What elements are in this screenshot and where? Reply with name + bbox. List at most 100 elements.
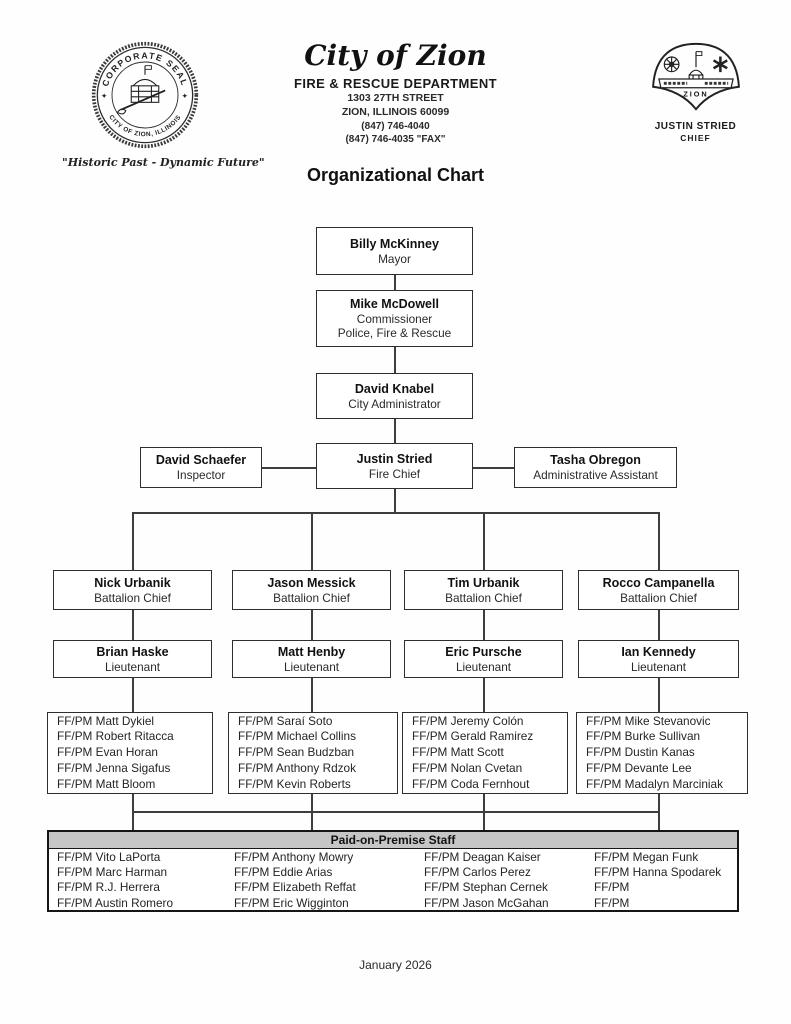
person-name: Jason Messick xyxy=(267,575,356,590)
connector-drop-col3 xyxy=(483,512,485,570)
connector-bc-lt-col4 xyxy=(658,610,660,640)
staff-member: FF/PM Vito LaPorta xyxy=(57,850,161,864)
lieutenant-box-2: Matt Henby Lieutenant xyxy=(232,640,391,678)
connector-lt-staff-col1 xyxy=(132,678,134,712)
connector-bc-lt-col3 xyxy=(483,610,485,640)
staff-member: FF/PM Nolan Cvetan xyxy=(412,760,523,775)
person-name: Rocco Campanella xyxy=(602,575,715,590)
staff-member: FF/PM Michael Collins xyxy=(238,729,356,744)
connector-chief-assistant xyxy=(473,467,514,469)
connector-mayor-commissioner xyxy=(394,275,396,290)
person-role: Battalion Chief xyxy=(273,590,350,605)
staff-member: FF/PM Hanna Spodarek xyxy=(594,865,722,880)
staff-list-box-4: FF/PM Mike Stevanovic FF/PM Burke Sulliv… xyxy=(576,712,748,794)
inspector-box: David Schaefer Inspector xyxy=(140,447,262,488)
battalion-chief-box-2: Jason Messick Battalion Chief xyxy=(232,570,391,610)
staff-member: FF/PM Matt Scott xyxy=(412,745,504,760)
staff-member: FF/PM Eric Wigginton xyxy=(234,895,349,910)
revision-date: January 2026 xyxy=(359,958,432,972)
staff-member: FF/PM Megan Funk xyxy=(594,850,699,864)
person-name: Ian Kennedy xyxy=(621,644,696,659)
person-role: Administrative Assistant xyxy=(533,468,658,482)
staff-list-box-1: FF/PM Matt Dykiel FF/PM Robert Ritacca F… xyxy=(47,712,213,794)
connector-lt-staff-col3 xyxy=(483,678,485,712)
staff-member: FF/PM Sean Budzban xyxy=(238,745,355,760)
connector-bc-lt-col2 xyxy=(311,610,313,640)
staff-member: FF/PM Robert Ritacca xyxy=(57,729,174,744)
svg-text:ZION: ZION xyxy=(683,90,708,99)
person-name: Brian Haske xyxy=(96,644,169,659)
staff-member: FF/PM xyxy=(594,895,630,910)
chief-title-label: CHIEF xyxy=(680,133,711,143)
pop-column-1: FF/PM Vito LaPorta FF/PM Marc Harman FF/… xyxy=(49,850,226,911)
pop-column-3: FF/PM Deagan Kaiser FF/PM Carlos Perez F… xyxy=(416,850,586,911)
staff-member: FF/PM Devante Lee xyxy=(586,760,692,775)
city-name: City of Zion xyxy=(304,39,487,72)
lieutenant-box-1: Brian Haske Lieutenant xyxy=(53,640,212,678)
person-role: Battalion Chief xyxy=(94,590,171,605)
person-name: Nick Urbanik xyxy=(94,575,171,590)
phone-number: (847) 746-4040 xyxy=(361,120,430,132)
person-name: David Knabel xyxy=(354,381,435,396)
person-name: Tasha Obregon xyxy=(550,453,641,467)
connector-drop-col2 xyxy=(311,512,313,570)
corporate-seal-icon: CORPORATE SEAL CITY OF ZION, ILLINOIS ✦ … xyxy=(91,41,198,149)
lieutenant-box-3: Eric Pursche Lieutenant xyxy=(404,640,563,678)
connector-inspector-chief xyxy=(262,467,316,469)
connector-lt-staff-col2 xyxy=(311,678,313,712)
fire-chief-badge-group: ZION JUSTIN STRIED CHIEF xyxy=(638,38,753,143)
staff-member: FF/PM Elizabeth Reffat xyxy=(234,880,356,895)
pop-column-2: FF/PM Anthony Mowry FF/PM Eddie Arias FF… xyxy=(226,850,416,911)
city-tagline: "Historic Past - Dynamic Future" xyxy=(62,156,265,169)
connector-drop-col4 xyxy=(658,512,660,570)
connector-pop-horizontal xyxy=(132,811,659,813)
staff-member: FF/PM Madalyn Marciniak xyxy=(586,776,724,791)
staff-member: FF/PM Jeremy Colón xyxy=(412,713,524,728)
connector-bc-lt-col1 xyxy=(132,610,134,640)
staff-member: FF/PM Anthony Mowry xyxy=(234,850,354,864)
city-state-zip: ZION, ILLINOIS 60099 xyxy=(341,105,450,118)
lieutenant-box-4: Ian Kennedy Lieutenant xyxy=(578,640,739,678)
fax-number: (847) 746-4035 "FAX" xyxy=(345,133,446,145)
paid-on-premise-body: FF/PM Vito LaPorta FF/PM Marc Harman FF/… xyxy=(49,849,737,911)
battalion-chief-box-4: Rocco Campanella Battalion Chief xyxy=(578,570,739,610)
person-role: Lieutenant xyxy=(455,659,512,674)
battalion-chief-box-1: Nick Urbanik Battalion Chief xyxy=(53,570,212,610)
person-role: Commissioner xyxy=(356,312,433,326)
svg-text:✦: ✦ xyxy=(101,92,107,101)
person-role-2: Police, Fire & Rescue xyxy=(337,326,452,340)
connector-chief-down xyxy=(394,489,396,512)
staff-member: FF/PM Jenna Sigafus xyxy=(57,760,171,775)
staff-member: FF/PM Matt Bloom xyxy=(57,776,156,791)
city-administrator-box: David Knabel City Administrator xyxy=(316,373,473,419)
person-name: David Schaefer xyxy=(155,453,247,467)
person-role: Lieutenant xyxy=(104,659,161,674)
connector-drop-col1 xyxy=(132,512,134,570)
connector-commissioner-administrator xyxy=(394,347,396,373)
staff-member: FF/PM Austin Romero xyxy=(57,895,174,910)
connector-administrator-chief xyxy=(394,419,396,443)
staff-member: FF/PM Dustin Kanas xyxy=(586,745,695,760)
staff-member: FF/PM R.J. Herrera xyxy=(57,880,160,895)
staff-member: FF/PM Carlos Perez xyxy=(424,865,531,880)
department-name: FIRE & RESCUE DEPARTMENT xyxy=(294,76,497,91)
person-name: Tim Urbanik xyxy=(447,575,520,590)
person-role: Battalion Chief xyxy=(445,590,522,605)
paid-on-premise-header: Paid-on-Premise Staff xyxy=(49,832,737,849)
staff-member: FF/PM Kevin Roberts xyxy=(238,776,351,791)
staff-member: FF/PM Anthony Rdzok xyxy=(238,760,357,775)
connector-lt-staff-col4 xyxy=(658,678,660,712)
person-role: Lieutenant xyxy=(283,659,340,674)
staff-member: FF/PM Marc Harman xyxy=(57,865,168,880)
staff-member: FF/PM Matt Dykiel xyxy=(57,713,155,728)
battalion-chief-box-3: Tim Urbanik Battalion Chief xyxy=(404,570,563,610)
fire-chief-box: Justin Stried Fire Chief xyxy=(316,443,473,489)
staff-member: FF/PM Coda Fernhout xyxy=(412,776,530,791)
corporate-seal-group: CORPORATE SEAL CITY OF ZION, ILLINOIS ✦ … xyxy=(62,40,265,169)
staff-member: FF/PM Jason McGahan xyxy=(424,895,549,910)
staff-member: FF/PM Saraí Soto xyxy=(238,713,333,728)
fire-rescue-patch-icon: ZION xyxy=(651,42,740,111)
administrative-assistant-box: Tasha Obregon Administrative Assistant xyxy=(514,447,677,488)
person-name: Billy McKinney xyxy=(350,236,439,251)
